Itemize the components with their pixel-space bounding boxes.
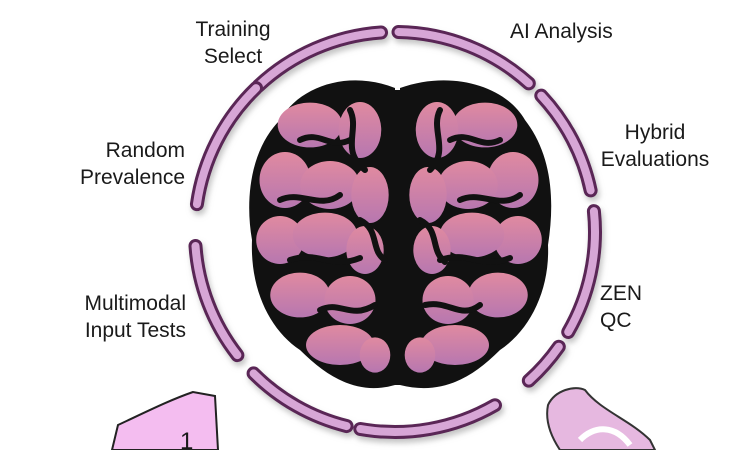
brain-fold [277, 102, 343, 148]
ring-segment [524, 342, 563, 385]
brain-fold [300, 161, 360, 209]
brain-fold [338, 102, 382, 158]
brain-fold [422, 276, 474, 324]
brain-fold [259, 152, 311, 208]
label-line: AI Analysis [510, 20, 613, 43]
brain-fold [409, 167, 447, 223]
brain-fold [439, 212, 505, 258]
ring-segment [564, 207, 599, 336]
label-random-prevalence: Random Prevalence [60, 137, 185, 191]
ring-segment-outline [188, 238, 245, 363]
label-line: Random [105, 139, 185, 162]
brain-fold [359, 337, 391, 373]
brain-fold [487, 152, 539, 208]
label-zen-qc: ZEN QC [600, 280, 642, 334]
brain-fold [351, 167, 389, 223]
label-line: Multimodal [84, 292, 186, 315]
label-line: QC [600, 309, 632, 332]
brain-fold [468, 272, 528, 318]
ring-segment [192, 84, 261, 209]
ring-segment [356, 401, 499, 436]
brain-fold [324, 276, 376, 324]
brain-fold [270, 272, 330, 318]
ring-segment [394, 28, 533, 88]
pink-blob-shape [546, 387, 657, 450]
label-ai-analysis: AI Analysis [510, 18, 613, 45]
ring-segment [249, 369, 351, 431]
ring-segment [537, 91, 595, 195]
brain-fold [494, 216, 542, 264]
label-training-select: Training Select [168, 16, 298, 70]
label-line: Input Tests [84, 319, 186, 342]
label-line: ZEN [600, 282, 642, 305]
brain-fold [421, 325, 489, 365]
brain-illustration [249, 80, 552, 389]
ring-segment-outline [189, 81, 264, 212]
badge-number: 1 [180, 428, 194, 450]
label-line: Evaluations [600, 148, 710, 171]
label-hybrid-evaluations: Hybrid Evaluations [580, 119, 730, 173]
brain-fold [256, 216, 304, 264]
label-line: Prevalence [79, 166, 185, 189]
label-line: Select [203, 45, 263, 68]
label-line: Training [195, 18, 271, 41]
brain-fold [292, 212, 358, 258]
ring-segment [191, 241, 242, 360]
brain-fold [404, 337, 436, 373]
brain-fold [306, 325, 374, 365]
ring-segment [254, 28, 386, 90]
numbered-badge-shape [110, 390, 220, 450]
label-line: Hybrid [624, 121, 686, 144]
label-multimodal-input-tests: Multimodal Input Tests [40, 290, 186, 344]
ring-segments [188, 25, 602, 439]
